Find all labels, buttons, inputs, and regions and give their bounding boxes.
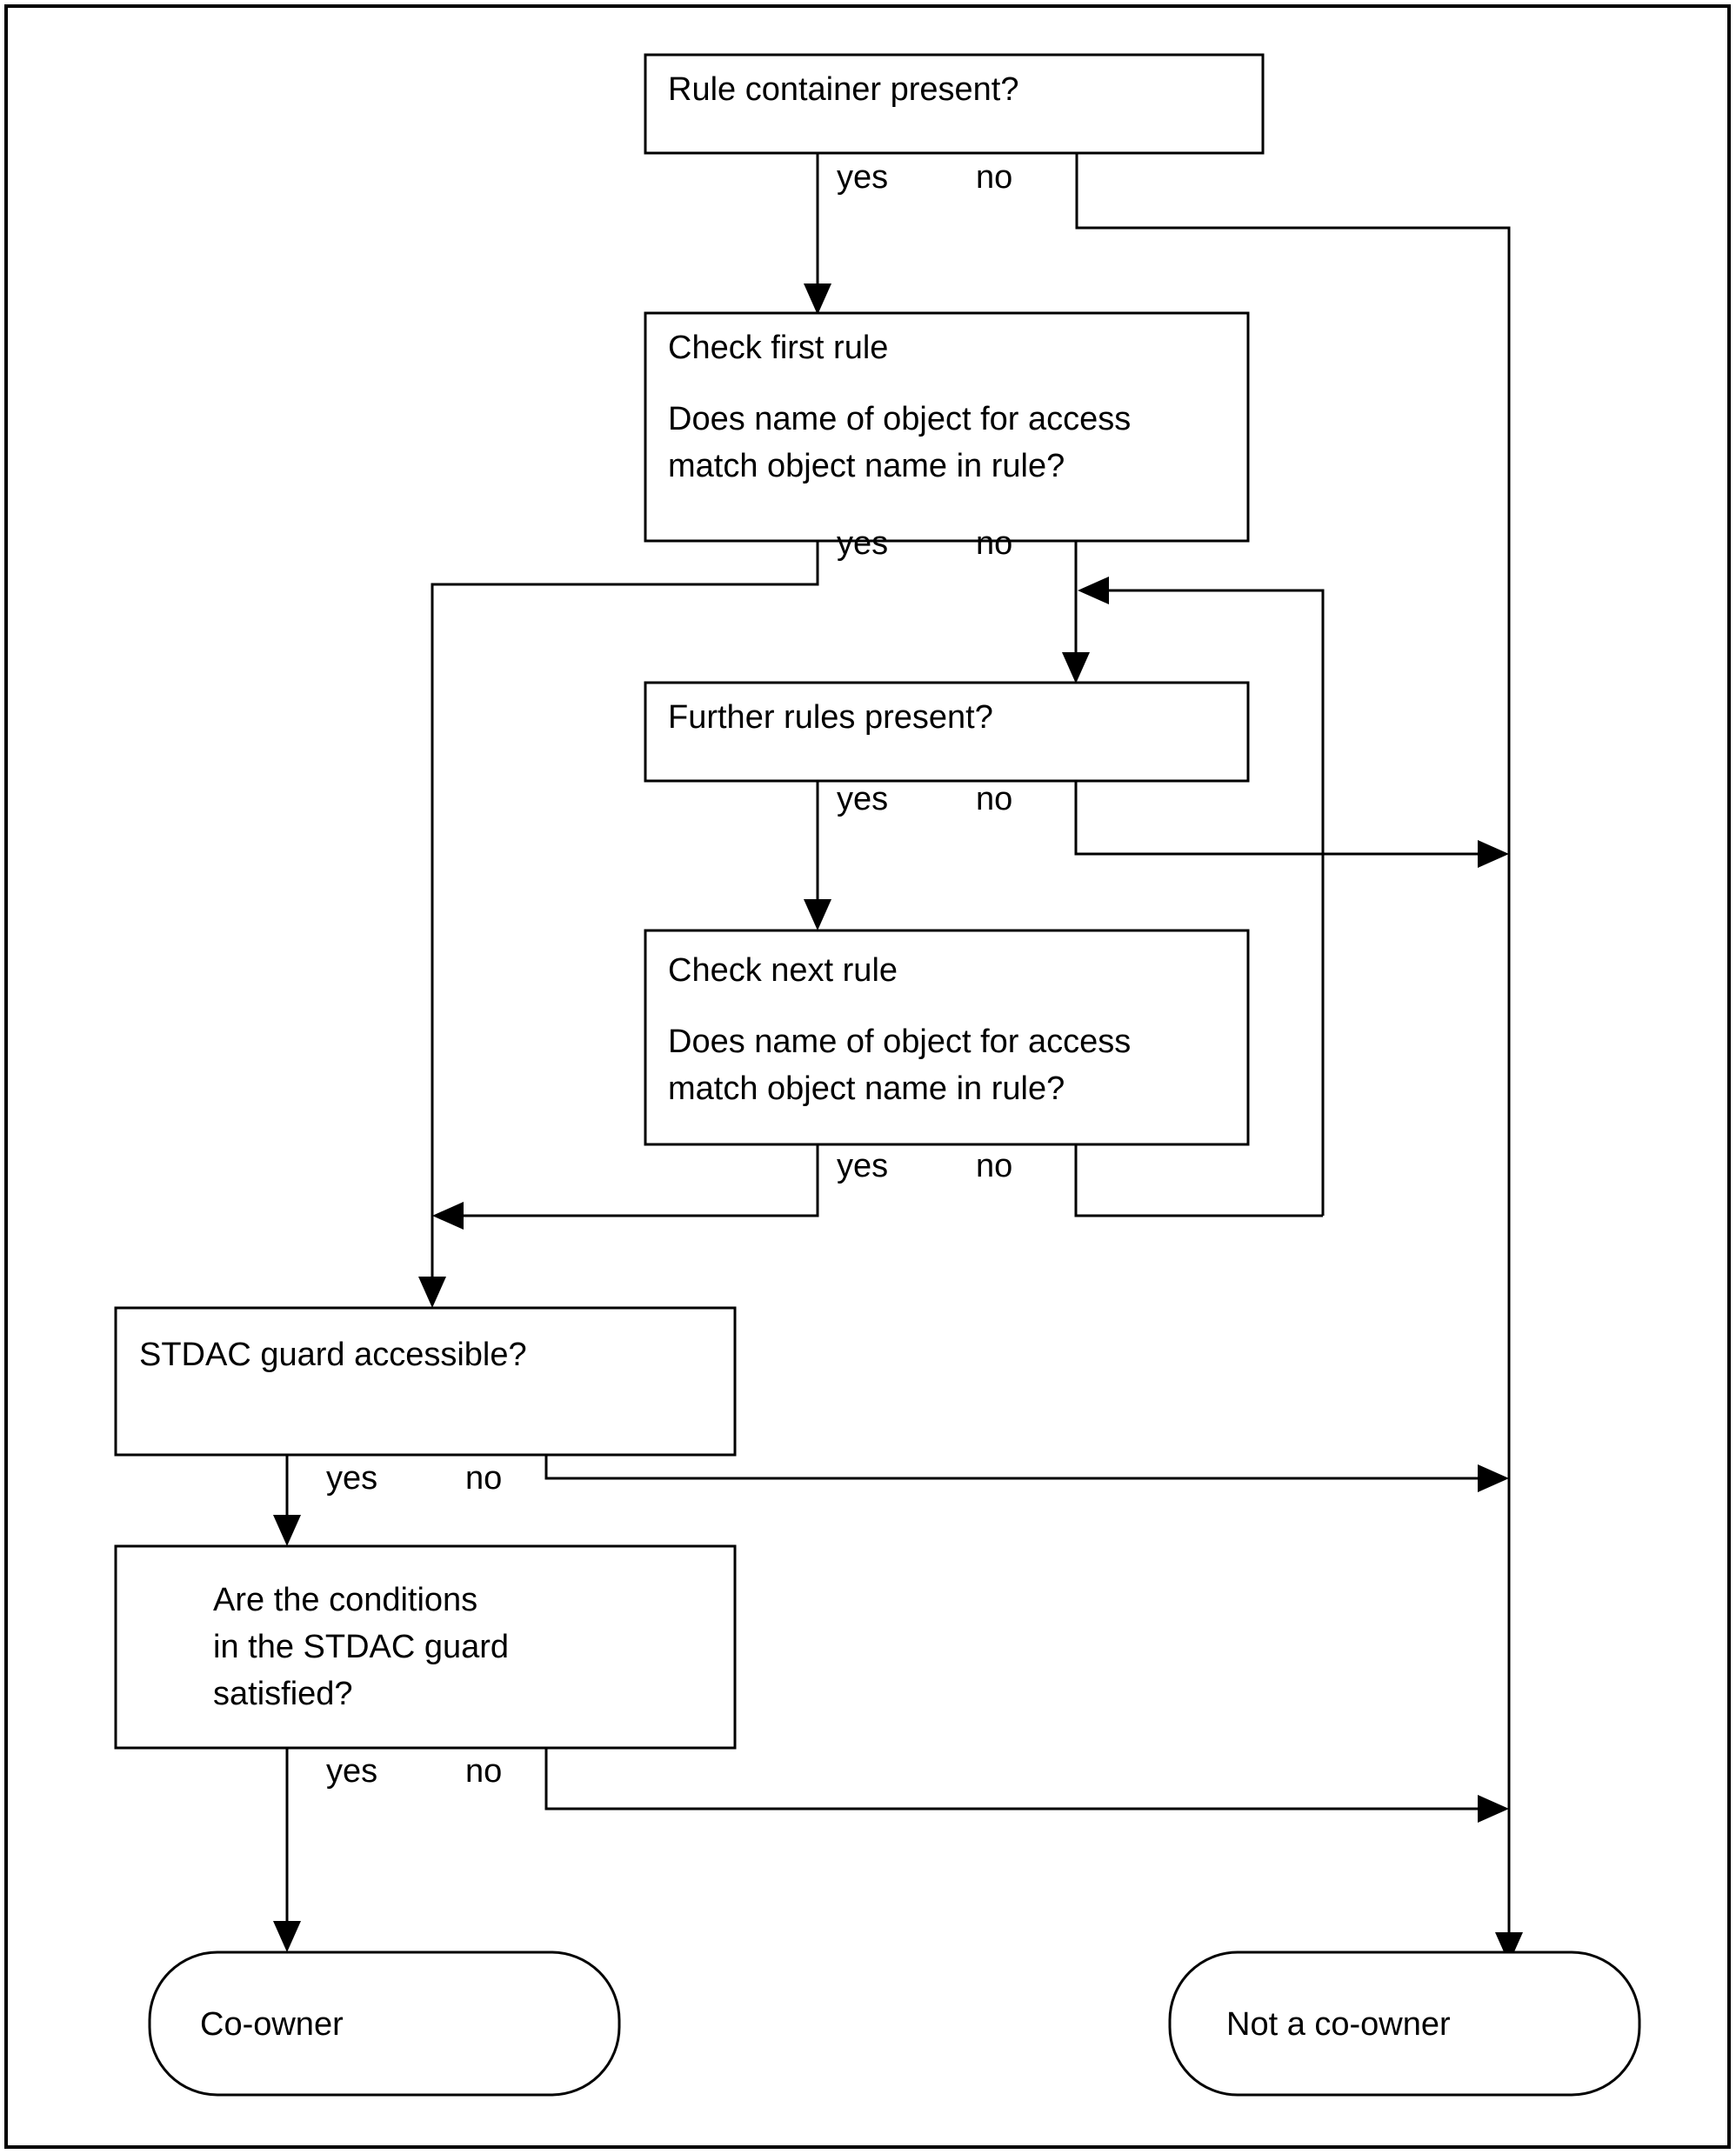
edge-label-conditions-no: no	[465, 1753, 502, 1790]
arrowhead-to-check-first-rule	[804, 283, 831, 315]
node-check-next-rule-line1: Check next rule	[668, 952, 898, 989]
node-check-first-rule-line1: Check first rule	[668, 330, 888, 366]
edge-stdac-no	[544, 1455, 1489, 1480]
terminal-co-owner-label: Co-owner	[200, 2006, 344, 2043]
edge-label-rule-container-no: no	[976, 159, 1012, 196]
terminal-not-co-owner-shape	[1168, 1951, 1641, 2097]
node-conditions-satisfied-line1: Are the conditions	[213, 1582, 477, 1618]
arrowhead-further-rules-no-join	[1478, 840, 1509, 868]
arrowhead-to-further-rules	[1062, 652, 1090, 684]
edge-check-next-rule-yes	[452, 1144, 819, 1217]
edge-check-next-rule-no-loop	[1098, 589, 1325, 1216]
edge-label-stdac-no: no	[465, 1460, 502, 1497]
edge-label-check-next-rule-no: no	[976, 1148, 1012, 1184]
node-further-rules-present[interactable]: Further rules present?	[644, 681, 1250, 783]
arrowhead-to-check-next-rule	[804, 899, 831, 930]
node-stdac-guard-accessible[interactable]: STDAC guard accessible?	[114, 1306, 737, 1457]
edge-label-check-next-rule-yes: yes	[837, 1148, 888, 1184]
arrowhead-conditions-no-join	[1478, 1795, 1509, 1823]
arrowhead-stdac-no-join	[1478, 1464, 1509, 1492]
node-check-next-rule-line3: match object name in rule?	[668, 1070, 1065, 1107]
arrowhead-loop-back	[1078, 577, 1109, 604]
arrowhead-check-next-rule-yes-join	[432, 1202, 464, 1230]
terminal-co-owner[interactable]: Co-owner	[148, 1951, 621, 2097]
edge-check-first-rule-yes	[431, 541, 819, 1287]
node-check-first-rule-box	[644, 311, 1250, 543]
node-check-next-rule-box	[644, 929, 1250, 1146]
node-check-next-rule-line2: Does name of object for access	[668, 1024, 1131, 1060]
node-stdac-guard-label: STDAC guard accessible?	[139, 1337, 527, 1373]
node-stdac-guard-box	[114, 1306, 737, 1457]
arrowhead-to-stdac-guard	[418, 1277, 446, 1308]
arrowhead-to-not-co-owner	[1495, 1932, 1523, 1964]
arrowhead-to-conditions	[273, 1515, 301, 1546]
edge-label-further-rules-yes: yes	[837, 781, 888, 817]
node-conditions-satisfied-line3: satisfied?	[213, 1676, 353, 1712]
edge-further-rules-no	[1074, 781, 1489, 856]
node-check-first-rule[interactable]: Check first rule Does name of object for…	[644, 311, 1250, 543]
arrowhead-to-co-owner	[273, 1921, 301, 1952]
node-further-rules-label: Further rules present?	[668, 699, 993, 736]
node-check-first-rule-line2: Does name of object for access	[668, 401, 1131, 437]
terminal-not-co-owner-label: Not a co-owner	[1226, 2006, 1451, 2043]
edge-label-rule-container-yes: yes	[837, 159, 888, 196]
edge-label-stdac-yes: yes	[326, 1460, 377, 1497]
node-conditions-satisfied-line2: in the STDAC guard	[213, 1629, 509, 1665]
edge-label-check-first-rule-no: no	[976, 525, 1012, 562]
edge-label-check-first-rule-yes: yes	[837, 525, 888, 562]
node-rule-container-box	[644, 53, 1265, 155]
node-check-next-rule[interactable]: Check next rule Does name of object for …	[644, 929, 1250, 1146]
node-conditions-satisfied-box	[114, 1544, 737, 1750]
edge-conditions-no	[544, 1748, 1489, 1811]
terminal-co-owner-shape	[148, 1951, 621, 2097]
terminal-not-co-owner[interactable]: Not a co-owner	[1168, 1951, 1641, 2097]
edge-check-next-rule-no	[1074, 1144, 1323, 1217]
node-rule-container-present[interactable]: Rule container present?	[644, 53, 1265, 155]
edge-label-further-rules-no: no	[976, 781, 1012, 817]
node-check-first-rule-line3: match object name in rule?	[668, 448, 1065, 484]
outer-frame	[4, 4, 1731, 2149]
edge-label-conditions-yes: yes	[326, 1753, 377, 1790]
node-further-rules-box	[644, 681, 1250, 783]
node-rule-container-label: Rule container present?	[668, 71, 1018, 108]
edge-rule-container-no	[1075, 153, 1511, 1944]
node-conditions-satisfied[interactable]: Are the conditions in the STDAC guard sa…	[114, 1544, 737, 1750]
